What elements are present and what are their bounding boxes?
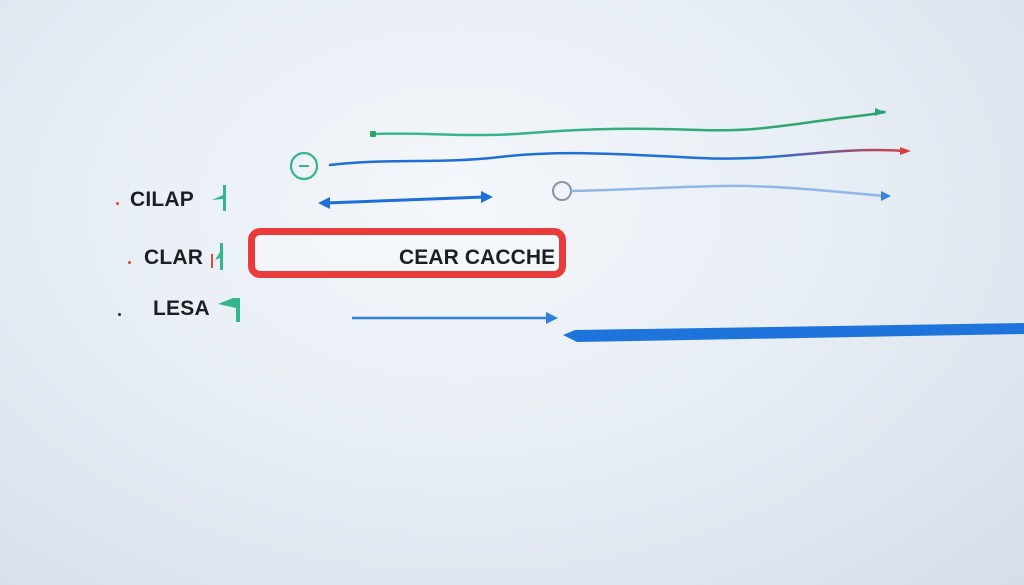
green-check-icon [215,243,223,270]
red-arrow-head [900,147,911,155]
double-arrow-line [325,195,485,205]
label-cilap: CILAP [130,188,194,211]
clear-cache-button[interactable]: CEAR CACCHE [248,228,566,278]
dark-dot-marker [118,313,121,316]
light-blue-arrow-head [881,191,891,201]
red-dot-marker [128,261,131,264]
gray-circle-icon [552,181,572,201]
green-circle-icon [289,151,319,181]
green-check-icon [218,298,240,322]
double-arrow-left-head [318,197,330,209]
green-wave-line [371,110,886,137]
green-check-icon [212,185,226,211]
label-lesa: LESA [153,297,210,320]
double-arrow-right-head [481,191,493,203]
label-clar: CLAR [144,246,204,269]
clear-cache-label: CEAR CACCHE [399,246,556,269]
green-arrow-head [875,108,884,116]
green-line-start-marker [370,131,376,137]
lower-blue-arrow-head [546,312,558,324]
long-blue-arrow [563,323,1024,342]
light-blue-wave-line [570,184,886,198]
red-dot-marker [116,202,119,205]
blue-red-wave-line [328,148,906,167]
